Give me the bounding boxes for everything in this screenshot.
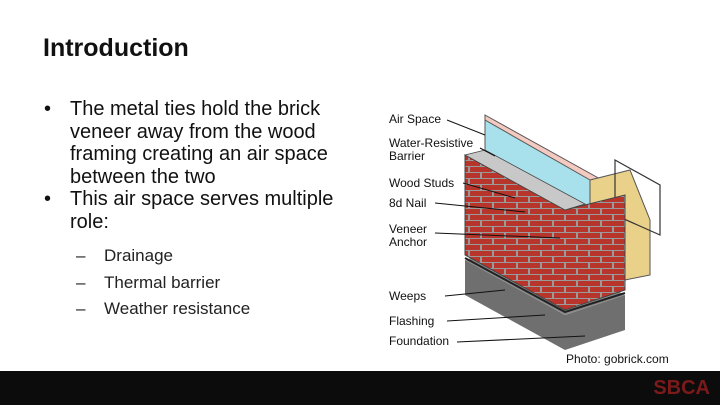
dash-marker: – bbox=[76, 246, 86, 265]
label-flashing: Flashing bbox=[389, 314, 434, 328]
bullet-text: The metal ties hold the brick veneer awa… bbox=[70, 98, 328, 188]
bullet-list: • The metal ties hold the brick veneer a… bbox=[44, 98, 364, 323]
sub-bullet-list: – Drainage – Thermal barrier – Weather r… bbox=[76, 243, 364, 323]
sub-bullet-text: Thermal barrier bbox=[104, 272, 221, 292]
wall-section-illustration: Air Space Water-Resistive Barrier Wood S… bbox=[389, 112, 661, 350]
label-weeps: Weeps bbox=[389, 289, 426, 303]
photo-credit: Photo: gobrick.com bbox=[566, 352, 669, 366]
label-wood-studs: Wood Studs bbox=[389, 176, 454, 190]
bullet-item: • The metal ties hold the brick veneer a… bbox=[44, 98, 364, 188]
label-wrb-2: Barrier bbox=[389, 149, 425, 163]
slide-title: Introduction bbox=[43, 34, 189, 62]
stud-frame bbox=[614, 158, 661, 236]
flashing-strip bbox=[464, 257, 626, 314]
sub-bullet-item: – Thermal barrier bbox=[76, 270, 364, 297]
label-nail: 8d Nail bbox=[389, 196, 426, 210]
sub-bullet-item: – Drainage bbox=[76, 243, 364, 270]
label-anchor-2: Anchor bbox=[389, 235, 427, 249]
brick-top bbox=[463, 149, 587, 211]
footer-bar: SBCA bbox=[0, 371, 720, 405]
sub-bullet-item: – Weather resistance bbox=[76, 296, 364, 323]
sbca-logo: SBCA bbox=[653, 377, 710, 399]
brick-veneer-wall-diagram: Air Space Water-Resistive Barrier Wood S… bbox=[385, 100, 675, 355]
bullet-dot: • bbox=[44, 188, 52, 210]
dash-marker: – bbox=[76, 272, 86, 292]
label-wrb-1: Water-Resistive bbox=[389, 136, 474, 150]
foundation-block bbox=[465, 260, 625, 350]
bullet-item: • This air space serves multiple role: bbox=[44, 188, 364, 233]
bullet-text: This air space serves multiple role: bbox=[70, 188, 334, 233]
sub-bullet-text: Weather resistance bbox=[104, 299, 251, 318]
dash-marker: – bbox=[76, 299, 86, 318]
sub-bullet-text: Drainage bbox=[104, 246, 173, 265]
label-air-space: Air Space bbox=[389, 112, 441, 126]
label-foundation: Foundation bbox=[389, 334, 449, 348]
bullet-dot: • bbox=[44, 98, 52, 120]
label-anchor-1: Veneer bbox=[389, 222, 427, 236]
